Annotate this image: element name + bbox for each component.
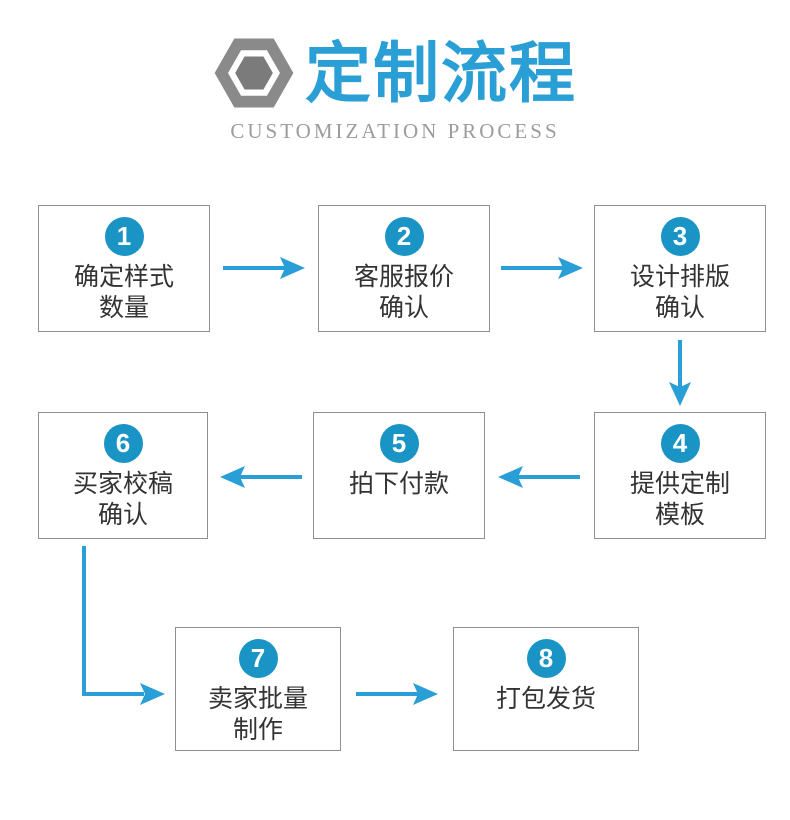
elbow-arrow-right-icon <box>82 546 165 705</box>
step-number-badge: 1 <box>104 217 144 256</box>
hexagon-nut-icon <box>213 34 295 112</box>
step-number-badge: 4 <box>660 424 700 463</box>
arrow-down-icon <box>669 340 691 406</box>
page-subtitle: CUSTOMIZATION PROCESS <box>230 119 560 143</box>
step-box-7: 7 卖家批量 制作 <box>175 627 341 751</box>
step-label-line1: 提供定制 <box>629 470 730 498</box>
step-box-6: 6 买家校稿 确认 <box>38 412 208 539</box>
step-box-3: 3 设计排版 确认 <box>594 205 766 332</box>
step-label-line2: 模板 <box>654 501 705 529</box>
arrow-left-icon <box>498 466 580 488</box>
step-box-5: 5 拍下付款 <box>313 412 485 539</box>
step-label-line1: 客服报价 <box>353 263 454 291</box>
connector-4-5 <box>498 463 580 491</box>
step-label-line2: 确认 <box>654 294 705 322</box>
step-label-line1: 确定样式 <box>73 263 174 291</box>
step-box-2: 2 客服报价 确认 <box>318 205 490 332</box>
connector-6-7 <box>78 545 178 707</box>
step-box-1: 1 确定样式 数量 <box>38 205 210 332</box>
step-label-line2: 数量 <box>98 294 149 322</box>
arrow-right-icon <box>501 257 583 279</box>
arrow-right-icon <box>356 683 438 705</box>
step-label-line1: 打包发货 <box>495 685 596 713</box>
step-label-line1: 卖家批量 <box>207 685 308 713</box>
step-label-line2: 制作 <box>232 716 283 744</box>
connector-3-4 <box>666 340 694 406</box>
title-row: 定制流程 <box>0 34 790 112</box>
step-label-line1: 买家校稿 <box>72 470 173 498</box>
header: 定制流程 CUSTOMIZATION PROCESS <box>0 34 790 144</box>
step-label-line2: 确认 <box>97 501 148 529</box>
step-label-line1: 设计排版 <box>629 263 730 291</box>
step-number-badge: 8 <box>526 639 566 678</box>
step-number-badge: 7 <box>238 639 278 678</box>
connector-1-2 <box>223 254 305 282</box>
connector-5-6 <box>220 463 302 491</box>
arrow-left-icon <box>220 466 302 488</box>
step-box-8: 8 打包发货 <box>453 627 639 751</box>
step-number-badge: 2 <box>384 217 424 256</box>
step-label-line1: 拍下付款 <box>348 470 449 498</box>
step-number-badge: 6 <box>103 424 143 463</box>
page-title: 定制流程 <box>305 36 577 110</box>
connector-7-8 <box>356 680 438 708</box>
step-number-badge: 3 <box>660 217 700 256</box>
step-box-4: 4 提供定制 模板 <box>594 412 766 539</box>
step-label-line2: 确认 <box>378 294 429 322</box>
connector-2-3 <box>501 254 583 282</box>
step-number-badge: 5 <box>379 424 419 463</box>
arrow-right-icon <box>223 257 305 279</box>
